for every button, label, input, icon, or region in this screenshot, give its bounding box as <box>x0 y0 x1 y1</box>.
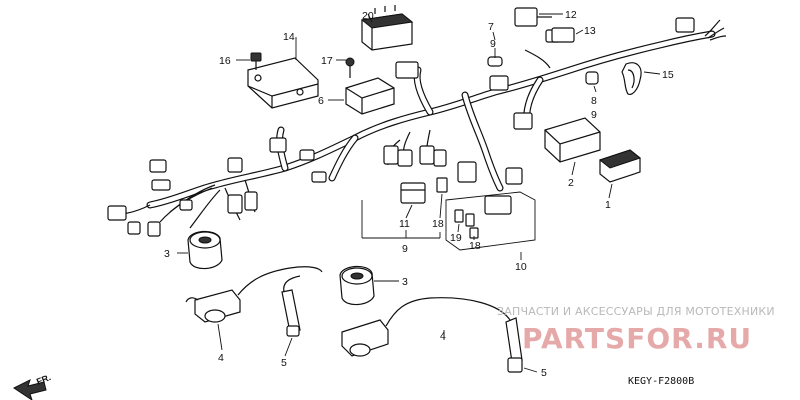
callout-4-left: 4 <box>218 352 224 364</box>
part-3-mount-right <box>339 265 375 306</box>
part-1-fuse-box <box>598 149 642 183</box>
callout-5-right: 5 <box>541 367 547 379</box>
callout-20: 20 <box>362 10 374 22</box>
callout-9-top: 9 <box>490 38 496 50</box>
watermark-caption: ЗАПЧАСТИ И АКСЕССУАРЫ ДЛЯ МОТОТЕХНИКИ <box>497 305 775 318</box>
callout-7: 7 <box>488 21 494 33</box>
part-17-screw <box>345 57 355 78</box>
part-8-clip <box>585 71 599 85</box>
part-6-module <box>345 77 395 115</box>
callout-10: 10 <box>515 261 527 273</box>
callout-3-right: 3 <box>402 276 408 288</box>
front-direction-label: FR. <box>35 372 52 387</box>
callout-4-right: 4 <box>440 330 446 342</box>
callout-19: 19 <box>450 232 462 244</box>
callout-3-left: 3 <box>164 248 170 260</box>
callout-13: 13 <box>584 25 596 37</box>
part-13-connector <box>551 27 575 43</box>
part-16-bolt <box>250 52 262 70</box>
callout-2: 2 <box>568 177 574 189</box>
part-4-coil-right <box>341 297 511 357</box>
part-12-relay <box>514 7 552 27</box>
diagram-code: KEGY-F2800B <box>628 376 694 387</box>
watermark: ЗАПЧАСТИ И АКСЕССУАРЫ ДЛЯ МОТОТЕХНИКИ PA… <box>497 305 775 355</box>
callout-11: 11 <box>399 218 410 230</box>
callout-labels: 20 14 16 17 6 7 9 12 13 8 9 15 2 1 11 18… <box>164 9 674 379</box>
part-2-cover <box>544 117 601 163</box>
callout-17: 17 <box>321 55 333 67</box>
callout-14: 14 <box>283 31 295 43</box>
main-wire-harness <box>117 19 727 229</box>
watermark-logo: PARTSFOR.RU <box>522 322 752 355</box>
callout-8: 8 <box>591 95 597 107</box>
part-5-plug-cap-right <box>505 317 523 373</box>
callout-1: 1 <box>605 199 611 211</box>
callout-5-left: 5 <box>281 357 287 369</box>
part-3-mount-left <box>187 230 223 270</box>
leader-lines <box>177 13 661 373</box>
part-11-relay <box>400 182 426 204</box>
part-18-fuse <box>436 177 448 193</box>
callout-12: 12 <box>565 9 577 21</box>
part-10-fuse-group <box>445 191 536 251</box>
part-15-clamp <box>621 62 642 95</box>
callout-9-bracket: 9 <box>402 243 408 255</box>
callout-9-clip: 9 <box>591 109 597 121</box>
harness-connectors <box>107 17 695 237</box>
part-5-plug-cap-left <box>281 275 301 337</box>
callout-18-upper: 18 <box>432 218 444 230</box>
part-20-block <box>360 5 414 51</box>
part-7-grommet <box>487 56 503 67</box>
part-14-plate <box>247 57 319 109</box>
callout-18-lower: 18 <box>469 240 481 252</box>
callout-15: 15 <box>662 69 674 81</box>
callout-6: 6 <box>318 95 324 107</box>
part-4-coil-left <box>185 266 323 323</box>
front-direction-arrow: FR. <box>13 372 52 400</box>
callout-16: 16 <box>219 55 231 67</box>
